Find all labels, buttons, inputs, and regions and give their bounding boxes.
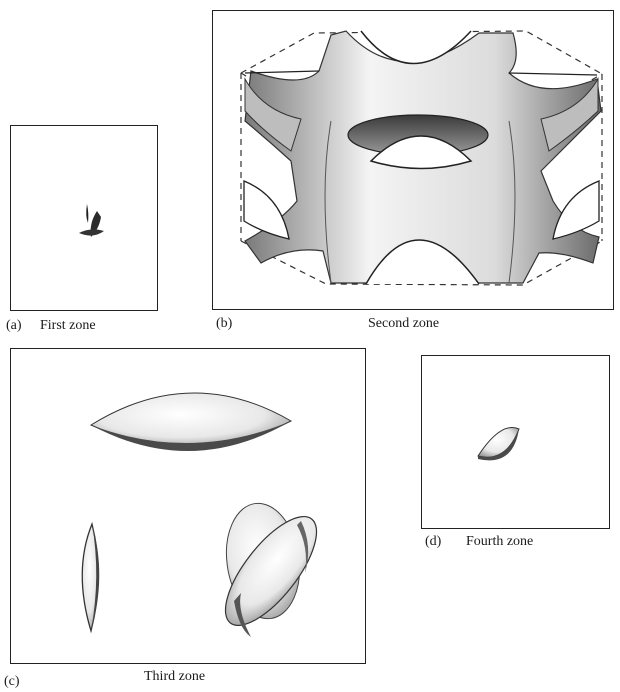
panel-c-caption: Third zone (144, 669, 205, 685)
first-zone-pocket-base (79, 229, 104, 235)
left-side-opening (244, 181, 289, 239)
panel-d-letter: (d) (425, 534, 441, 550)
horizontal-lens-pocket (91, 393, 291, 447)
panel-b-letter: (b) (216, 316, 232, 332)
first-zone-pocket-left (86, 204, 88, 223)
second-zone-panel (212, 10, 614, 310)
third-zone-panel (10, 348, 366, 664)
second-zone-surface-drawing (213, 11, 615, 311)
fourth-zone-pocket-drawing (422, 356, 611, 530)
panel-b-caption: Second zone (368, 316, 439, 332)
first-zone-pocket-drawing (11, 126, 159, 312)
panel-d-caption: Fourth zone (466, 534, 533, 550)
first-zone-panel (10, 125, 158, 311)
fourth-zone-panel (421, 355, 610, 529)
panel-a-caption: First zone (40, 318, 96, 334)
panel-c-letter: (c) (4, 674, 20, 690)
panel-a-letter: (a) (6, 318, 22, 334)
third-zone-pockets-drawing (11, 349, 367, 665)
right-side-opening (553, 181, 599, 239)
